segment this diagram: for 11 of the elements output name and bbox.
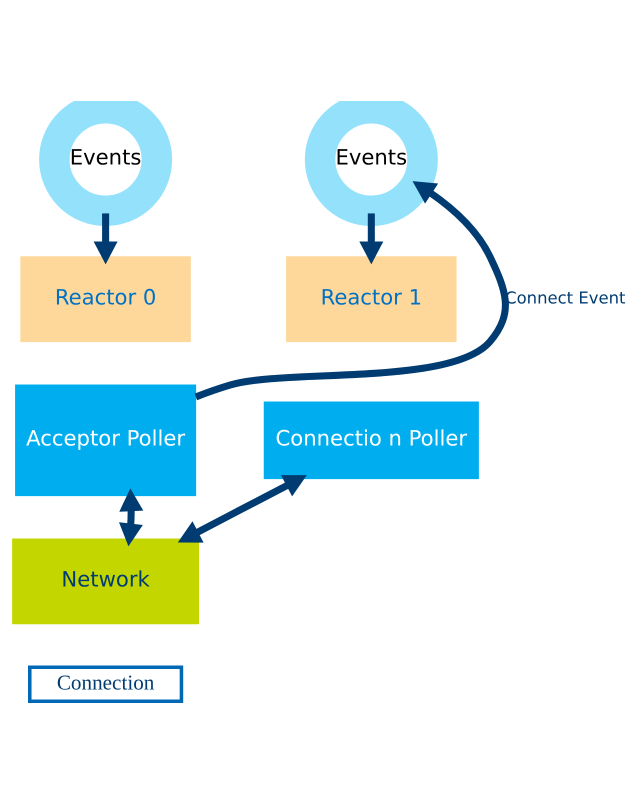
node-box: Connectio n Poller (264, 400, 479, 479)
arrow (178, 474, 307, 542)
arrow (359, 212, 384, 264)
arrow (119, 488, 144, 546)
node-box: Acceptor Poller (15, 384, 196, 496)
arrow (194, 180, 509, 400)
node-box: Reactor 1 (286, 256, 457, 342)
node-box: Network (12, 538, 200, 624)
node-box: Reactor 0 (20, 256, 191, 342)
arrow (94, 212, 118, 264)
node-box: Connection (28, 664, 184, 703)
